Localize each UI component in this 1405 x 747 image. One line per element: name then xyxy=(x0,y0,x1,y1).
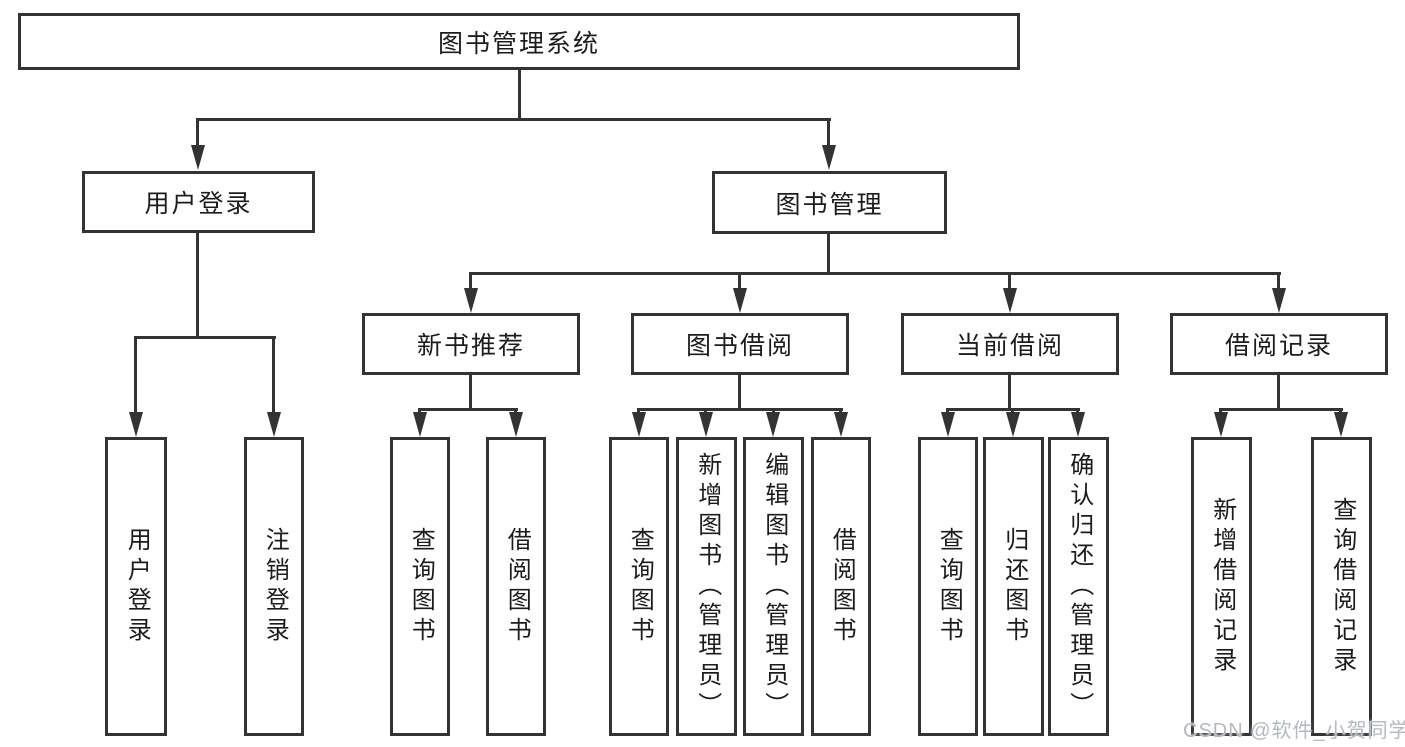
node-book-management-label: 图书管理 xyxy=(775,190,884,219)
node-user-login: 用户登录 xyxy=(82,171,315,233)
arrowhead-down-icon xyxy=(267,412,281,437)
leaf-add-borrow-record: 新增借阅记录 xyxy=(1191,437,1252,736)
connector-line xyxy=(637,408,640,415)
connector-line xyxy=(839,408,842,415)
node-current-borrow-label: 当前借阅 xyxy=(955,332,1064,360)
node-root: 图书管理系统 xyxy=(18,13,1020,70)
arrowhead-down-icon xyxy=(1334,412,1348,437)
connector-line xyxy=(1219,408,1343,411)
node-user-login-label: 用户登录 xyxy=(144,190,253,218)
connector-line xyxy=(946,408,949,415)
node-borrow-record: 借阅记录 xyxy=(1170,313,1388,375)
connector-line xyxy=(134,336,276,339)
arrowhead-down-icon xyxy=(699,412,713,437)
connector-line xyxy=(1277,375,1280,410)
arrowhead-down-icon xyxy=(766,412,780,437)
connector-line xyxy=(196,118,199,148)
connector-line xyxy=(738,272,741,291)
connector-line xyxy=(704,408,707,415)
arrowhead-down-icon xyxy=(1006,412,1020,437)
leaf-query-books-current-label: 查询图书 xyxy=(935,526,963,647)
connector-line xyxy=(1277,272,1280,291)
leaf-borrow-books: 借阅图书 xyxy=(811,437,871,736)
leaf-query-books-borrow-label: 查询图书 xyxy=(626,526,654,647)
leaf-query-books-current: 查询图书 xyxy=(918,437,978,736)
connector-line xyxy=(518,70,521,120)
arrowhead-down-icon xyxy=(413,412,427,437)
node-new-book-recommend-label: 新书推荐 xyxy=(416,332,525,360)
arrowhead-down-icon xyxy=(1272,288,1286,313)
arrowhead-down-icon xyxy=(1071,412,1085,437)
arrowhead-down-icon xyxy=(1003,288,1017,313)
leaf-borrow-books-label: 借阅图书 xyxy=(828,526,856,647)
node-borrow-record-label: 借阅记录 xyxy=(1224,332,1333,360)
leaf-query-books-borrow: 查询图书 xyxy=(609,437,669,736)
leaf-user-login: 用户登录 xyxy=(105,437,167,736)
connector-line xyxy=(738,375,741,410)
node-current-borrow: 当前借阅 xyxy=(901,313,1119,375)
arrowhead-down-icon xyxy=(1214,412,1228,437)
node-root-label: 图书管理系统 xyxy=(437,29,600,58)
connector-line xyxy=(514,408,517,415)
connector-line xyxy=(1219,408,1222,415)
leaf-confirm-return-admin-label: 确认归还（管理员） xyxy=(1065,451,1093,722)
connector-line xyxy=(196,233,199,338)
leaf-query-books-recommend: 查询图书 xyxy=(390,437,450,736)
connector-line xyxy=(418,408,518,411)
leaf-confirm-return-admin: 确认归还（管理员） xyxy=(1048,437,1109,736)
connector-line xyxy=(1076,408,1079,415)
arrowhead-down-icon xyxy=(632,412,646,437)
connector-line xyxy=(469,272,1281,275)
leaf-add-books-admin-label: 新增图书（管理员） xyxy=(693,451,721,722)
leaf-return-books: 归还图书 xyxy=(983,437,1044,736)
connector-line xyxy=(1339,408,1342,415)
leaf-add-borrow-record-label: 新增借阅记录 xyxy=(1208,496,1236,677)
connector-line xyxy=(134,336,137,415)
connector-line xyxy=(827,118,830,148)
node-book-borrow-label: 图书借阅 xyxy=(685,332,794,360)
node-book-borrow: 图书借阅 xyxy=(631,313,849,375)
leaf-user-login-label: 用户登录 xyxy=(123,526,151,647)
leaf-add-books-admin: 新增图书（管理员） xyxy=(676,437,737,736)
leaf-borrow-books-recommend: 借阅图书 xyxy=(486,437,546,736)
node-book-management: 图书管理 xyxy=(712,171,947,234)
connector-line xyxy=(637,408,843,411)
connector-line xyxy=(1011,408,1014,415)
leaf-query-books-recommend-label: 查询图书 xyxy=(407,526,435,647)
arrowhead-down-icon xyxy=(191,145,205,170)
connector-line xyxy=(197,118,831,121)
arrowhead-down-icon xyxy=(834,412,848,437)
connector-line xyxy=(1008,375,1011,410)
watermark: CSDN @软件_小贺同学 xyxy=(1183,720,1405,742)
node-new-book-recommend: 新书推荐 xyxy=(362,313,580,375)
arrowhead-down-icon xyxy=(822,145,836,170)
leaf-edit-books-admin: 编辑图书（管理员） xyxy=(743,437,804,736)
connector-line xyxy=(827,234,830,274)
connector-line xyxy=(469,272,472,291)
leaf-borrow-books-recommend-label: 借阅图书 xyxy=(503,526,531,647)
arrowhead-down-icon xyxy=(509,412,523,437)
leaf-logout: 注销登录 xyxy=(244,437,304,736)
arrowhead-down-icon xyxy=(733,288,747,313)
connector-line xyxy=(772,408,775,415)
arrowhead-down-icon xyxy=(941,412,955,437)
connector-line xyxy=(469,375,472,410)
leaf-return-books-label: 归还图书 xyxy=(1000,526,1028,647)
leaf-logout-label: 注销登录 xyxy=(261,526,289,647)
arrowhead-down-icon xyxy=(464,288,478,313)
connector-line xyxy=(272,336,275,415)
arrowhead-down-icon xyxy=(129,412,143,437)
leaf-query-borrow-record-label: 查询借阅记录 xyxy=(1328,496,1356,677)
leaf-edit-books-admin-label: 编辑图书（管理员） xyxy=(760,451,788,722)
connector-line xyxy=(418,408,421,415)
leaf-query-borrow-record: 查询借阅记录 xyxy=(1311,437,1372,736)
connector-line xyxy=(1008,272,1011,291)
